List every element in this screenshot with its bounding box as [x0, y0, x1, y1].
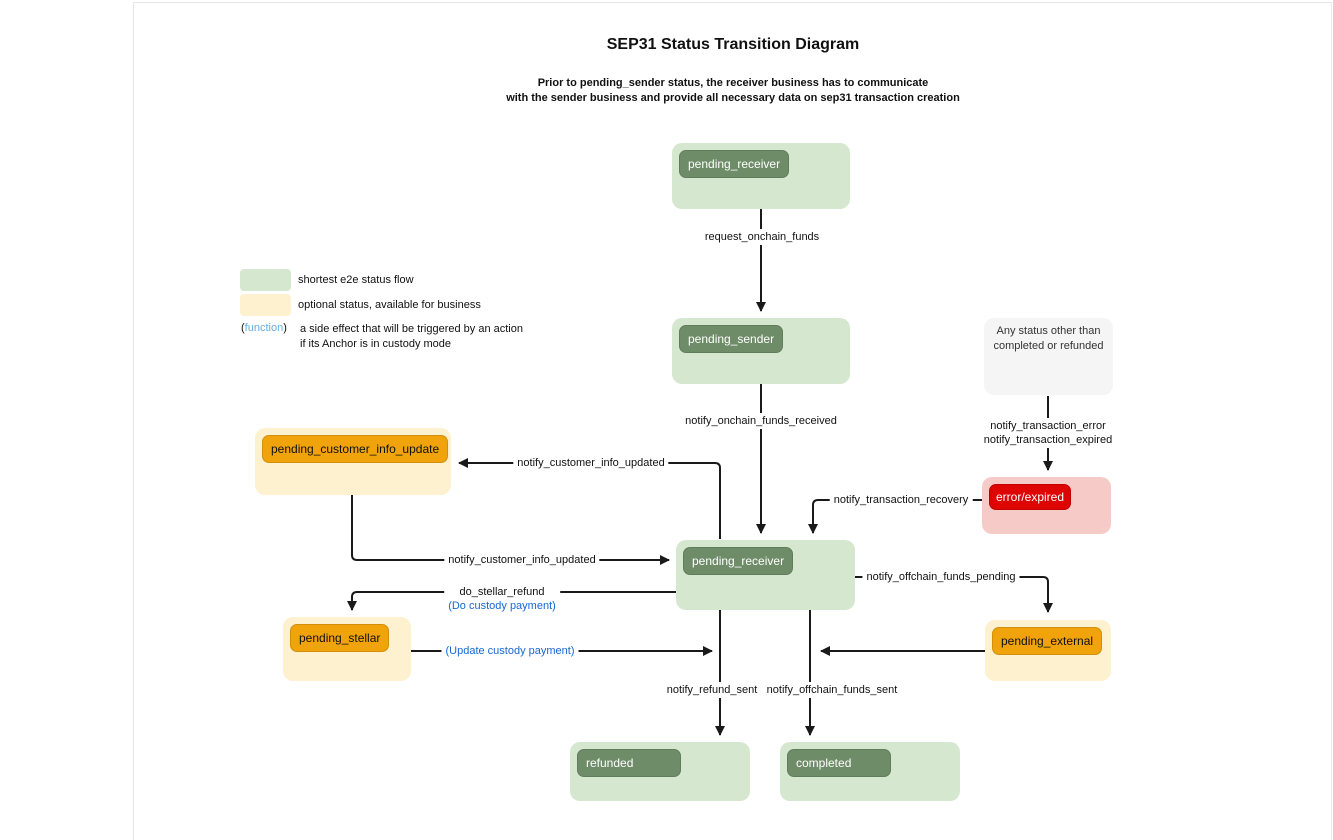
- legend-function-close: ): [283, 322, 287, 334]
- edge-label-do-stellar-refund-action: do_stellar_refund: [459, 586, 545, 598]
- note-any-status-line2: completed or refunded: [993, 340, 1104, 352]
- node-error-expired-label: error/expired: [989, 484, 1072, 510]
- node-pending-stellar-label: pending_stellar: [290, 624, 390, 652]
- page-subtitle: Prior to pending_sender status, the rece…: [133, 76, 1333, 106]
- legend-function-desc-line2: if its Anchor is in custody mode: [300, 338, 452, 350]
- legend-flow-label: shortest e2e status flow: [298, 274, 414, 286]
- note-any-status: Any status other than completed or refun…: [984, 318, 1113, 395]
- note-any-status-line1: Any status other than: [996, 325, 1101, 337]
- node-completed: completed: [780, 742, 960, 801]
- edge-label-do-custody-payment: (Do custody payment): [448, 600, 556, 612]
- edge-label-notify-offchain-funds-sent: notify_offchain_funds_sent: [762, 682, 902, 698]
- legend-optional-label: optional status, available for business: [298, 299, 481, 311]
- node-pending-customer-info-update: pending_customer_info_update: [255, 428, 451, 495]
- node-pending-sender: pending_sender: [672, 318, 850, 384]
- node-pending-receiver: pending_receiver: [676, 540, 855, 610]
- edge-label-notify-transaction-error: notify_transaction_error: [990, 420, 1106, 432]
- legend-function-word: function: [244, 322, 284, 334]
- legend-flow-swatch: [240, 269, 291, 291]
- edge-label-notify-transaction-error-expired: notify_transaction_error notify_transact…: [979, 418, 1117, 448]
- node-refunded-label: refunded: [577, 749, 681, 777]
- edge-label-notify-onchain-funds-received: notify_onchain_funds_received: [681, 413, 841, 429]
- legend-function-open: (: [241, 322, 245, 334]
- edge-label-request-onchain-funds: request_onchain_funds: [700, 229, 824, 245]
- legend-function-desc: a side effect that will be triggered by …: [300, 322, 523, 352]
- node-pending-receiver-top-label: pending_receiver: [679, 150, 790, 178]
- page-title: SEP31 Status Transition Diagram: [606, 36, 860, 53]
- node-pending-external: pending_external: [985, 620, 1111, 681]
- node-pending-customer-info-update-label: pending_customer_info_update: [262, 435, 449, 463]
- edge-label-update-custody-payment: (Update custody payment): [441, 643, 579, 659]
- edge-notify-customer-info-updated-back-line: [458, 458, 721, 539]
- node-pending-external-label: pending_external: [992, 627, 1103, 655]
- edge-label-do-stellar-refund: do_stellar_refund (Do custody payment): [444, 584, 560, 614]
- node-pending-stellar: pending_stellar: [283, 617, 411, 681]
- node-pending-receiver-label: pending_receiver: [683, 547, 794, 575]
- edge-label-notify-transaction-expired: notify_transaction_expired: [983, 434, 1113, 446]
- node-completed-label: completed: [787, 749, 891, 777]
- edge-label-notify-refund-sent: notify_refund_sent: [662, 682, 762, 698]
- edge-label-notify-offchain-funds-pending: notify_offchain_funds_pending: [862, 569, 1020, 585]
- edge-label-notify-customer-info-updated-back: notify_customer_info_updated: [513, 455, 669, 471]
- edge-notify-customer-info-updated-forward-line: [351, 495, 670, 565]
- edge-label-notify-customer-info-updated-forward: notify_customer_info_updated: [444, 552, 600, 568]
- edge-do-stellar-refund-line: [347, 591, 676, 611]
- edge-notify-transaction-recovery-line: [808, 499, 985, 534]
- legend-function-desc-line1: a side effect that will be triggered by …: [300, 323, 523, 335]
- edge-label-notify-transaction-recovery: notify_transaction_recovery: [829, 492, 973, 508]
- legend-optional-swatch: [240, 294, 291, 316]
- page-subtitle-line1: Prior to pending_sender status, the rece…: [537, 77, 929, 89]
- node-error-expired: error/expired: [982, 477, 1111, 534]
- edge-notify-offchain-funds-pending-line: [855, 576, 1053, 613]
- page-subtitle-line2: with the sender business and provide all…: [506, 92, 960, 104]
- legend-function-token: (function): [241, 322, 287, 334]
- node-pending-sender-label: pending_sender: [679, 325, 784, 353]
- node-pending-receiver-top: pending_receiver: [672, 143, 850, 209]
- node-refunded: refunded: [570, 742, 750, 801]
- edge-label-update-custody-payment-text: (Update custody payment): [445, 645, 575, 657]
